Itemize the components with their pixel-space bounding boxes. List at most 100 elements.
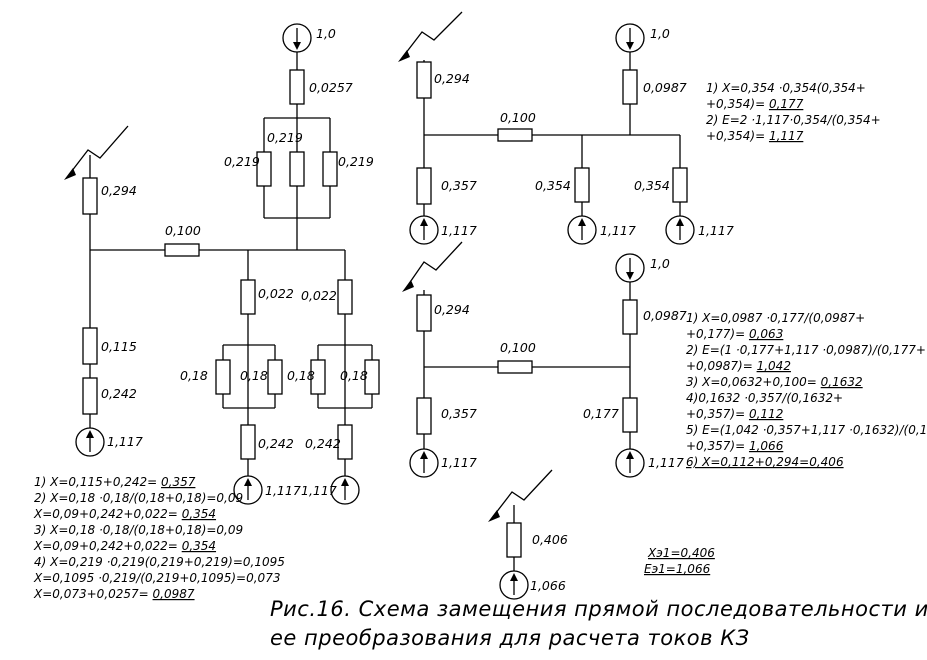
fault-arrowhead-icon: [398, 50, 410, 62]
label-mid-b2: 0,354: [535, 178, 571, 193]
label-left-b: 0,357: [441, 178, 477, 193]
source-down-arrow-icon: [626, 42, 634, 50]
label-source-top-b: 1,0: [650, 26, 670, 41]
label-mid-a-top: 0,022: [258, 286, 294, 301]
caption-line-2: ее преобразования для расчета токов КЗ: [270, 626, 750, 650]
formula-result: 1,117: [769, 129, 804, 143]
formula-text: +0,357)=: [686, 407, 749, 421]
formulas-c: 1) X=0,0987 ·0,177/(0,0987+ +0,177)= 0,06…: [686, 311, 927, 469]
formula-text: 3) X=0,18 ·0,18/(0,18+0,18)=0,09: [34, 523, 243, 537]
label-source-right-b: 1,117: [698, 223, 734, 238]
formula-text: 5) E=(1,042 ·0,357+1,117 ·0,1632)/(0,163…: [686, 423, 927, 437]
formula-text: 1) X=0,0987 ·0,177/(0,0987+: [686, 311, 865, 325]
label-left-upper-a: 0,115: [101, 339, 137, 354]
label-fault-a: 0,294: [101, 183, 137, 198]
formula-line: X=0,09+0,242+0,022= 0,354: [33, 507, 216, 521]
formula-line: +0,354)= 1,117: [706, 129, 804, 143]
formula-line: +0,0987)= 1,042: [686, 359, 791, 373]
formula-result: 0,354: [182, 507, 216, 521]
formulas-b: 1) X=0,354 ·0,354(0,354++0,354)= 0,1772)…: [706, 81, 881, 143]
source-down-arrow-icon: [293, 42, 301, 50]
formula-text: 2) E=(1 ·0,177+1,117 ·0,0987)/(0,177+: [686, 343, 926, 357]
formula-text: 4) X=0,219 ·0,219(0,219+0,219)=0,1095: [34, 555, 285, 569]
label-source-mid-b2: 1,117: [600, 223, 636, 238]
resistor-par-a-left: [215, 359, 231, 395]
resistor-left-c: [416, 397, 432, 435]
label-mid-a-bottom: 0,242: [258, 436, 294, 451]
label-left-c: 0,357: [441, 406, 477, 421]
source-up-arrow-icon: [578, 218, 586, 226]
resistor-left-lower-a: [82, 377, 98, 415]
resistor-top-c: [622, 299, 638, 335]
label-source-mid-b: 1,117: [301, 483, 337, 498]
formula-result: 0,177: [769, 97, 804, 111]
formula-line: 2) X=0,18 ·0,18/(0,18+0,18)=0,09: [34, 491, 243, 505]
formula-result: 0,354: [182, 539, 216, 553]
formula-result: 0,063: [749, 327, 783, 341]
label-top-a: 0,0257: [309, 80, 353, 95]
formula-line: 2) E=2 ·1,117·0,354/(0,354+: [706, 113, 881, 127]
label-par-b-left: 0,18: [287, 368, 315, 383]
label-mid-b-bottom: 0,242: [305, 436, 341, 451]
label-source-d: 1,066: [530, 578, 566, 593]
formulas-a: 1) X=0,115+0,242= 0,357 2) X=0,18 ·0,18/(…: [33, 475, 285, 601]
resistor-fault-c: [416, 294, 432, 332]
formula-result: 6) X=0,112+0,294=0,406: [686, 455, 844, 469]
label-right-b: 0,354: [634, 178, 670, 193]
label-fault-b: 0,294: [434, 71, 470, 86]
formula-result: 0,1632: [821, 375, 863, 389]
resistor-mid-b-top: [337, 279, 353, 315]
formula-text: X=0,1095 ·0,219/(0,219+0,1095)=0,073: [33, 571, 280, 585]
fault-arrowhead-icon: [402, 280, 414, 292]
formula-line: +0,357)= 1,066: [686, 439, 784, 453]
label-top-c: 0,0987: [643, 308, 687, 323]
label-bottom-c: 0,177: [583, 406, 619, 421]
fault-arrowhead-icon: [488, 510, 500, 522]
formula-line: X=0,073+0,0257= 0,0987: [33, 587, 195, 601]
label-source-left-c: 1,117: [441, 455, 477, 470]
result-x: Xэ1=0,406: [647, 546, 715, 560]
formula-text: +0,0987)=: [686, 359, 757, 373]
label-par-a-left: 0,18: [180, 368, 208, 383]
label-source-mid-a: 1,117: [265, 483, 301, 498]
formula-text: +0,177)=: [686, 327, 749, 341]
source-up-arrow-icon: [626, 451, 634, 459]
source-up-arrow-icon: [341, 478, 349, 486]
fault-lightning-icon: [405, 241, 463, 289]
resistor-link-b: [497, 128, 533, 142]
source-up-arrow-icon: [420, 451, 428, 459]
fault-arrowhead-icon: [64, 168, 76, 180]
source-up-arrow-icon: [244, 478, 252, 486]
formula-result: 0,357: [161, 475, 196, 489]
circuit-c: 0,294 0,100 0,357 1,117 1,0 0,0987 0,177…: [402, 241, 687, 478]
resistor-tri-left-a: [256, 151, 272, 187]
circuit-d: 0,406 1,066: [488, 469, 568, 600]
resistor-mid-b-bottom: [337, 424, 353, 460]
formula-text: 1) X=0,115+0,242=: [34, 475, 161, 489]
resistor-left-b: [416, 167, 432, 205]
formula-line: 3) X=0,0632+0,100= 0,1632: [686, 375, 863, 389]
formula-text: 4)0,1632 ·0,357/(0,1632+: [686, 391, 843, 405]
label-resistor-d: 0,406: [532, 532, 568, 547]
label-mid-b-top: 0,022: [301, 288, 337, 303]
resistor-mid-a-top: [240, 279, 256, 315]
resistor-mid-a-bottom: [240, 424, 256, 460]
label-left-lower-a: 0,242: [101, 386, 137, 401]
source-up-arrow-icon: [676, 218, 684, 226]
resistor-right-b: [672, 167, 688, 203]
resistor-left-upper-a: [82, 327, 98, 365]
source-down-arrow-icon: [626, 272, 634, 280]
label-link-b: 0,100: [500, 110, 536, 125]
label-par-a-right: 0,18: [240, 368, 268, 383]
resistor-link-a: [164, 243, 200, 257]
formula-text: 1) X=0,354 ·0,354(0,354+: [706, 81, 866, 95]
formula-line: 3) X=0,18 ·0,18/(0,18+0,18)=0,09: [34, 523, 243, 537]
fault-lightning-icon: [491, 469, 553, 519]
resistor-link-c: [497, 360, 533, 374]
label-source-bottom-c: 1,117: [648, 455, 684, 470]
resistor-par-b-left: [310, 359, 326, 395]
label-fault-c: 0,294: [434, 302, 470, 317]
caption-line-1: Рис.16. Схема замещения прямой последова…: [270, 597, 927, 621]
formula-line: 1) X=0,354 ·0,354(0,354+: [706, 81, 866, 95]
